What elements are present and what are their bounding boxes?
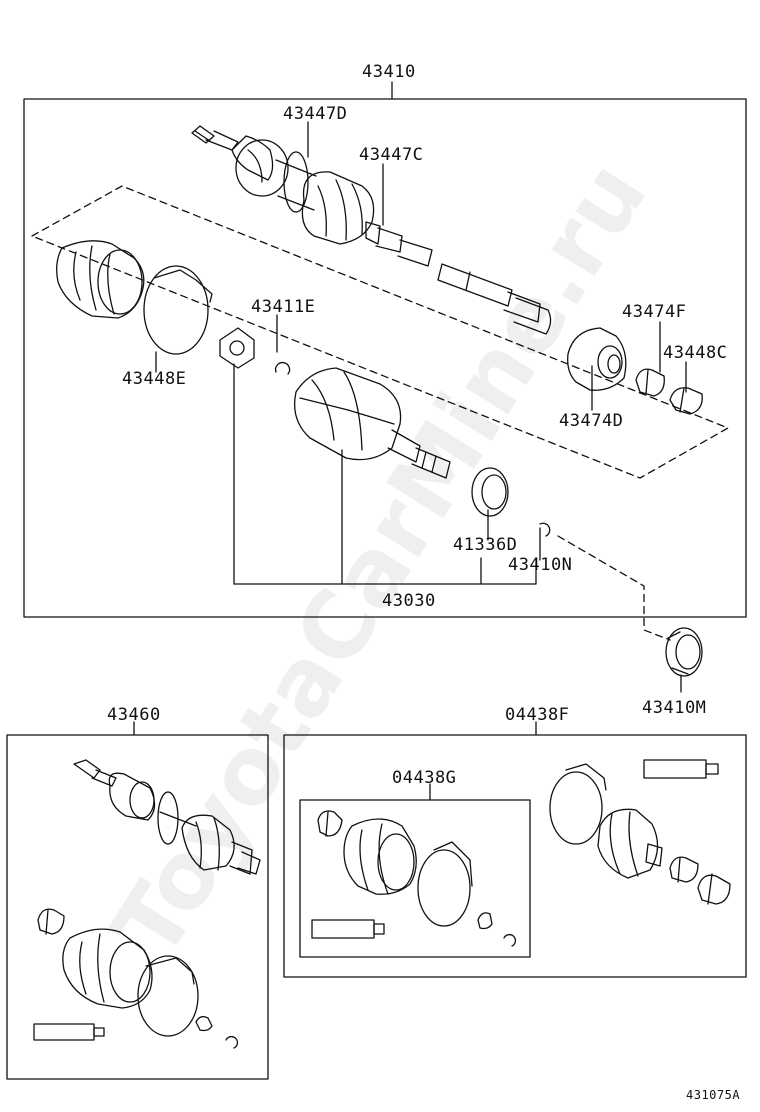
subassembly-dashed-outline <box>32 186 728 478</box>
dust-seal <box>472 468 550 536</box>
label-43410: 43410 <box>362 62 416 82</box>
label-43411E: 43411E <box>251 297 316 317</box>
kit-04438F-frame <box>284 735 746 977</box>
damper-and-clamps <box>568 328 703 414</box>
hub-seal <box>666 628 702 676</box>
label-43448C: 43448C <box>663 343 728 363</box>
drive-shaft <box>192 126 551 334</box>
leader-lines <box>134 82 686 800</box>
kit-04438G-frame <box>300 800 530 957</box>
seal-dashed-leader <box>558 536 670 640</box>
label-43474F: 43474F <box>622 302 687 322</box>
label-43448E: 43448E <box>122 369 187 389</box>
figure-id: 431075A <box>686 1088 741 1102</box>
main-frame <box>24 99 746 617</box>
label-43447C: 43447C <box>359 145 424 165</box>
label-43447D: 43447D <box>283 104 348 124</box>
outer-boot <box>57 241 212 354</box>
label-43410M: 43410M <box>642 698 707 718</box>
inner-joint-parts <box>220 328 290 374</box>
label-43474D: 43474D <box>559 411 624 431</box>
label-43030: 43030 <box>382 591 436 611</box>
label-04438G: 04438G <box>392 768 457 788</box>
label-04438F: 04438F <box>505 705 570 725</box>
label-43410N: 43410N <box>508 555 573 575</box>
label-41336D: 41336D <box>453 535 518 555</box>
label-43460: 43460 <box>107 705 161 725</box>
kit-04438G-drawing <box>312 811 515 946</box>
kit-04438F-drawing <box>550 760 730 904</box>
kit-43460-frame <box>7 735 268 1079</box>
inner-joint-housing <box>295 368 450 478</box>
kit-43460-drawing <box>34 760 260 1048</box>
